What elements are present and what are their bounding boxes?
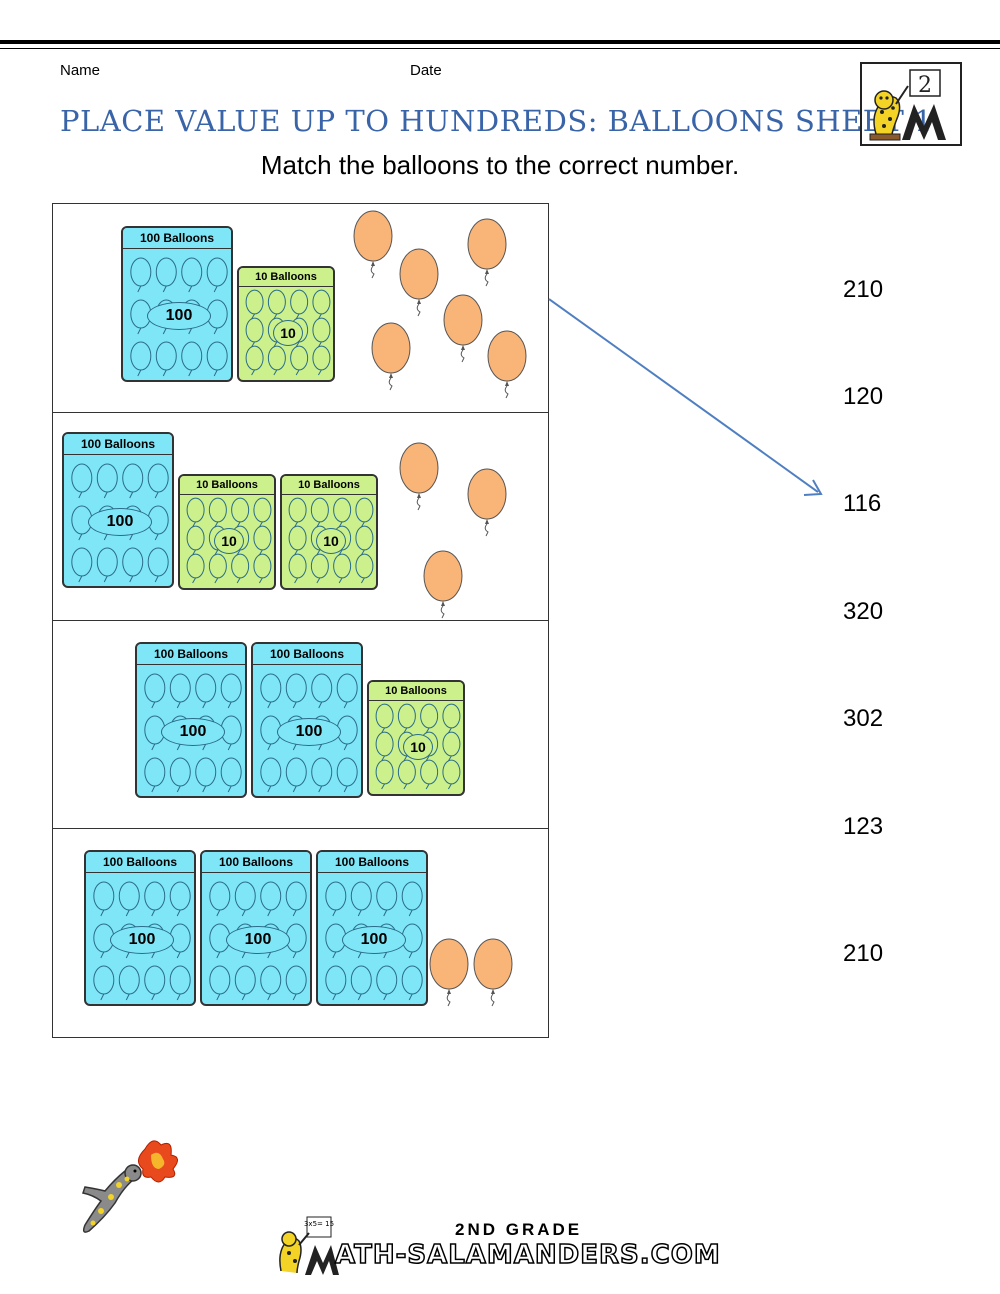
single-balloon bbox=[399, 442, 439, 511]
hundred-card-value: 100 bbox=[88, 508, 152, 536]
ten-card-header: 10 Balloons bbox=[369, 682, 463, 701]
ten-card-value: 10 bbox=[403, 734, 433, 760]
site-logo-icon: 3x5= 15 bbox=[275, 1215, 339, 1282]
footer-site-text: ATH-SALAMANDERS.COM bbox=[334, 1239, 721, 1271]
row-3: 100 Balloons 100 100 Balloons 100 10 Balloon… bbox=[53, 620, 548, 829]
ten-balloons-card: 10 Balloons 10 bbox=[367, 680, 465, 796]
hundred-balloons-card: 100 Balloons 100 bbox=[251, 642, 363, 798]
hundred-card-value: 100 bbox=[342, 926, 406, 954]
ten-balloons-card: 10 Balloons 10 bbox=[178, 474, 276, 590]
single-balloon bbox=[467, 218, 507, 287]
hundred-balloons-card: 100 Balloons 100 bbox=[121, 226, 233, 382]
hundred-card-header: 100 Balloons bbox=[86, 852, 194, 873]
single-balloon bbox=[429, 938, 469, 1007]
single-balloon bbox=[353, 210, 393, 279]
answer-number[interactable]: 120 bbox=[843, 383, 884, 410]
top-rule bbox=[0, 40, 1000, 44]
hundred-card-value: 100 bbox=[226, 926, 290, 954]
hundred-card-value: 100 bbox=[147, 302, 211, 330]
ten-card-header: 10 Balloons bbox=[239, 268, 333, 287]
hundred-balloons-card: 100 Balloons 100 bbox=[62, 432, 174, 588]
answer-number[interactable]: 123 bbox=[843, 813, 884, 840]
ten-card-header: 10 Balloons bbox=[282, 476, 376, 495]
ten-balloons-card: 10 Balloons 10 bbox=[237, 266, 335, 382]
ten-balloons-card: 10 Balloons 10 bbox=[280, 474, 378, 590]
name-label: Name bbox=[60, 62, 101, 79]
hundred-card-value: 100 bbox=[110, 926, 174, 954]
hundred-balloons-card: 100 Balloons 100 bbox=[200, 850, 312, 1006]
answer-number[interactable]: 302 bbox=[843, 705, 884, 732]
hundred-card-header: 100 Balloons bbox=[318, 852, 426, 873]
ten-card-value: 10 bbox=[273, 320, 303, 346]
ten-card-header: 10 Balloons bbox=[180, 476, 274, 495]
ten-card-value: 10 bbox=[214, 528, 244, 554]
math-salamanders-logo: 2 bbox=[860, 62, 962, 146]
ten-card-value: 10 bbox=[316, 528, 346, 554]
instruction-text: Match the balloons to the correct number… bbox=[260, 150, 740, 180]
single-balloon bbox=[399, 248, 439, 317]
single-balloon bbox=[423, 550, 463, 619]
salamander-illustration bbox=[75, 1135, 195, 1250]
single-balloon bbox=[467, 468, 507, 537]
single-balloon bbox=[473, 938, 513, 1007]
hundred-card-header: 100 Balloons bbox=[64, 434, 172, 455]
row-1: 100 Balloons 100 10 Balloons 10 bbox=[53, 204, 548, 413]
hundred-balloons-card: 100 Balloons 100 bbox=[135, 642, 247, 798]
hundred-card-header: 100 Balloons bbox=[253, 644, 361, 665]
answer-number[interactable]: 210 bbox=[843, 940, 884, 967]
single-balloon bbox=[487, 330, 527, 399]
page-title: PLACE VALUE UP TO HUNDREDS: BALLOONS SHE… bbox=[60, 104, 933, 138]
hundred-card-value: 100 bbox=[161, 718, 225, 746]
hundred-card-value: 100 bbox=[277, 718, 341, 746]
logo-digit: 2 bbox=[918, 73, 932, 98]
hundred-card-header: 100 Balloons bbox=[202, 852, 310, 873]
sign-text: 3x5= 15 bbox=[304, 1220, 334, 1228]
single-balloon bbox=[443, 294, 483, 363]
answer-number[interactable]: 116 bbox=[843, 490, 882, 517]
answer-number[interactable]: 210 bbox=[843, 276, 884, 303]
hundred-card-header: 100 Balloons bbox=[137, 644, 245, 665]
footer-site-name: MATH-SALAMANDERS.COM bbox=[334, 1239, 721, 1271]
top-rule-thin bbox=[0, 48, 1000, 49]
balloons-panel: 100 Balloons 100 10 Balloons 10 100 Balloon… bbox=[52, 203, 549, 1038]
single-balloon bbox=[371, 322, 411, 391]
date-label: Date bbox=[410, 62, 442, 79]
footer-grade: 2ND GRADE bbox=[455, 1220, 583, 1239]
hundred-balloons-card: 100 Balloons 100 bbox=[84, 850, 196, 1006]
hundred-balloons-card: 100 Balloons 100 bbox=[316, 850, 428, 1006]
hundred-card-header: 100 Balloons bbox=[123, 228, 231, 249]
answer-number[interactable]: 320 bbox=[843, 598, 884, 625]
